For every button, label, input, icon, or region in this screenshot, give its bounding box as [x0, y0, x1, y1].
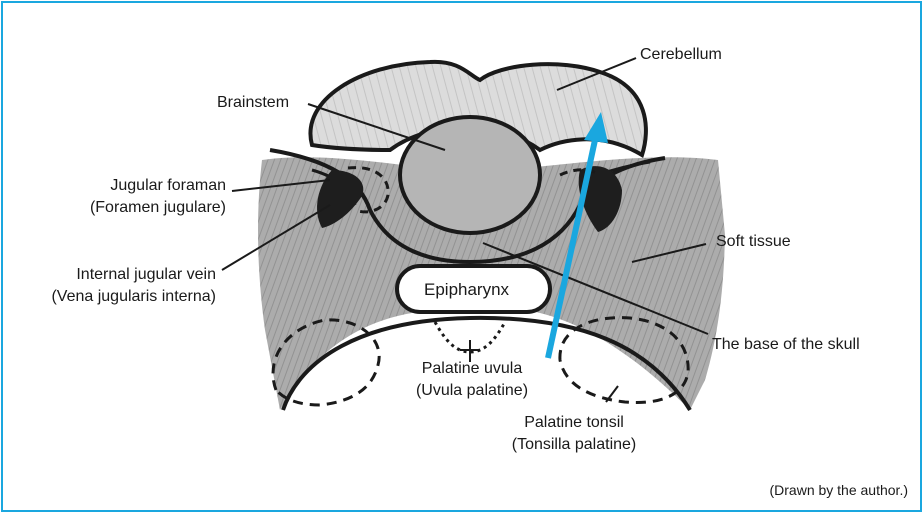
label-internal-jugular-vein-line1: Internal jugular vein — [20, 264, 216, 286]
label-palatine-tonsil-line1: Palatine tonsil — [494, 412, 654, 434]
label-palatine-uvula-line1: Palatine uvula — [392, 358, 552, 380]
label-palatine-tonsil: Palatine tonsil (Tonsilla palatine) — [494, 412, 654, 456]
brainstem-shape — [400, 117, 540, 233]
label-soft-tissue: Soft tissue — [716, 231, 791, 253]
label-palatine-tonsil-line2: (Tonsilla palatine) — [494, 434, 654, 456]
label-base-of-skull: The base of the skull — [712, 334, 860, 356]
tonsil-tick — [606, 386, 618, 402]
label-jugular-foramen: Jugular foraman (Foramen jugulare) — [40, 175, 226, 219]
label-internal-jugular-vein-line2: (Vena jugularis interna) — [20, 286, 216, 308]
label-palatine-uvula: Palatine uvula (Uvula palatine) — [392, 358, 552, 402]
label-epipharynx: Epipharynx — [424, 279, 509, 301]
label-internal-jugular-vein: Internal jugular vein (Vena jugularis in… — [20, 264, 216, 308]
label-cerebellum: Cerebellum — [640, 44, 722, 66]
label-jugular-foramen-line2: (Foramen jugulare) — [40, 197, 226, 219]
label-palatine-uvula-line2: (Uvula palatine) — [392, 380, 552, 402]
label-brainstem: Brainstem — [217, 92, 289, 114]
label-jugular-foramen-line1: Jugular foraman — [40, 175, 226, 197]
author-credit: (Drawn by the author.) — [769, 482, 908, 498]
